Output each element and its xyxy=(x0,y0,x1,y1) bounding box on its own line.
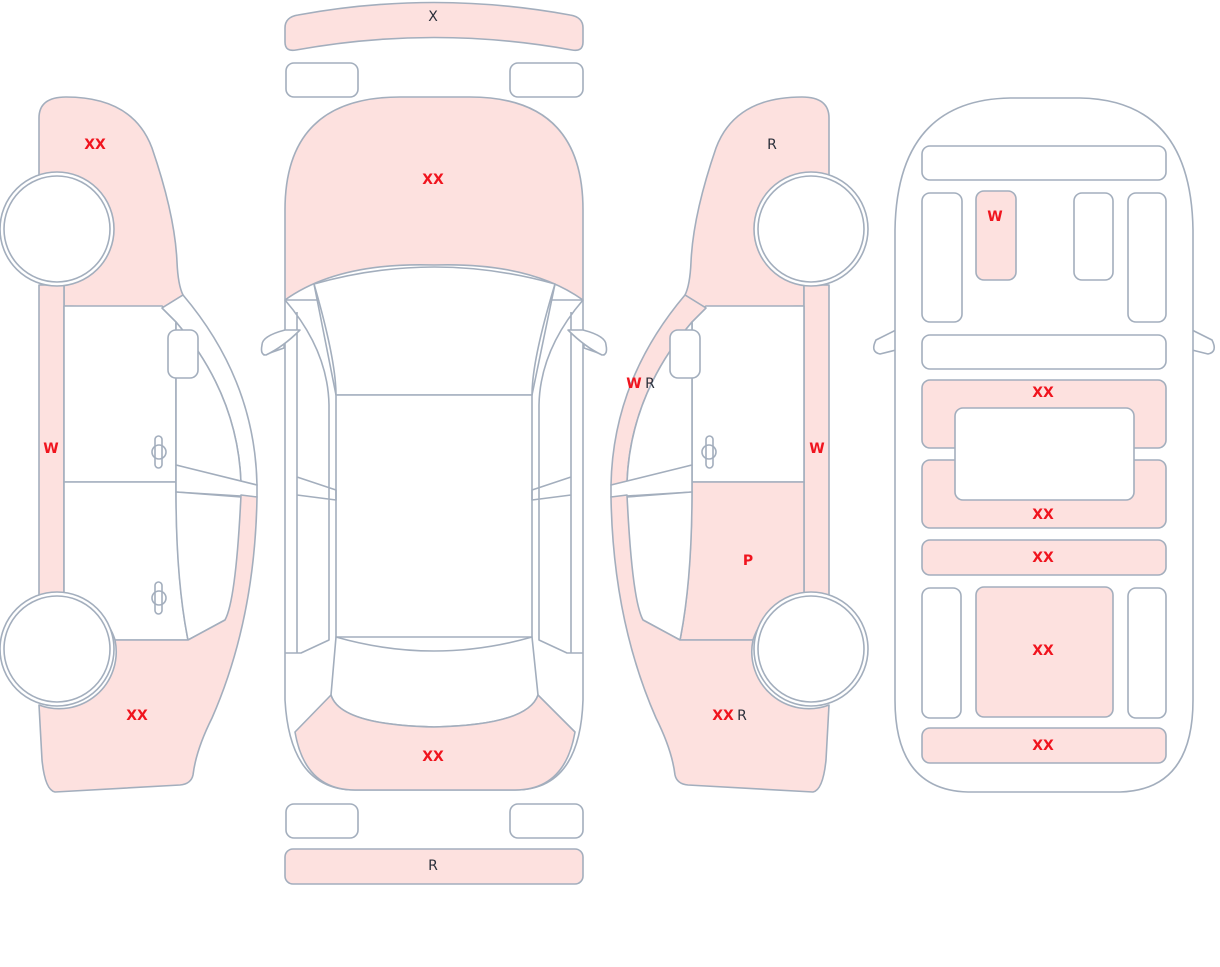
left-rear-wheel xyxy=(0,591,115,707)
right-front-wheel xyxy=(753,171,869,287)
left-front-wheel xyxy=(0,171,115,287)
rear-right-light[interactable] xyxy=(509,803,584,839)
front-right-headlight[interactable] xyxy=(509,62,584,98)
front-bumper[interactable] xyxy=(284,1,584,52)
front-left-seat[interactable] xyxy=(921,192,963,323)
code-right-rear-door: P xyxy=(743,553,753,569)
code-right-pillar-2: R xyxy=(645,376,655,392)
rear-left-light[interactable] xyxy=(285,803,359,839)
code-small-panel: W xyxy=(987,209,1002,225)
left-rear-door-handle-icon[interactable] xyxy=(151,581,167,615)
right-side-view xyxy=(610,96,869,793)
rear-left-seat[interactable] xyxy=(921,587,962,719)
front-left-headlight[interactable] xyxy=(285,62,359,98)
code-right-pillar-1: W xyxy=(626,376,641,392)
sunroof[interactable] xyxy=(954,407,1135,501)
rear-window[interactable] xyxy=(330,636,539,728)
front-right-seat[interactable] xyxy=(1127,192,1167,323)
code-front-bumper: X xyxy=(428,9,438,25)
windshield[interactable] xyxy=(313,266,556,396)
left-side-view xyxy=(0,96,258,793)
interior-panel-4[interactable] xyxy=(975,586,1114,718)
right-rear-wheel xyxy=(753,591,869,707)
code-trunk: XX xyxy=(422,749,444,765)
right-door-handle-icon[interactable] xyxy=(701,435,717,469)
code-rear-bumper: R xyxy=(428,858,438,874)
right-mirror[interactable] xyxy=(669,329,701,379)
code-right-rocker: W xyxy=(809,441,824,457)
left-rear-quarter[interactable] xyxy=(38,494,258,793)
dashboard[interactable] xyxy=(921,145,1167,181)
code-left-rear-quarter: XX xyxy=(126,708,148,724)
interior-panel-5[interactable] xyxy=(921,727,1167,764)
interior-left-mirror xyxy=(872,329,897,355)
code-right-front-fender: R xyxy=(767,137,777,153)
rear-right-seat[interactable] xyxy=(1127,587,1167,719)
left-mirror[interactable] xyxy=(167,329,199,379)
right-mirror-top[interactable] xyxy=(567,329,608,356)
left-mirror-top[interactable] xyxy=(260,329,301,356)
right-side-body xyxy=(531,283,584,654)
code-hood: XX xyxy=(422,172,444,188)
top-view xyxy=(260,1,608,885)
rear-bumper[interactable] xyxy=(284,848,584,885)
code-interior-panel-1: XX xyxy=(1032,385,1054,401)
small-panel[interactable] xyxy=(975,190,1017,281)
code-left-rocker: W xyxy=(43,441,58,457)
left-front-door-handle-icon[interactable] xyxy=(151,435,167,469)
interior-panel-3[interactable] xyxy=(921,539,1167,576)
code-interior-panel-2: XX xyxy=(1032,507,1054,523)
damage-labels: XX W XX X XX XX R R W R W P XX R W XX XX… xyxy=(43,9,1054,874)
right-rear-quarter[interactable] xyxy=(610,494,830,793)
left-side-body xyxy=(284,283,337,654)
right-rocker[interactable] xyxy=(803,284,830,596)
interior-right-mirror xyxy=(1191,329,1216,355)
code-left-front-fender: XX xyxy=(84,137,106,153)
console[interactable] xyxy=(1073,192,1114,281)
interior-view xyxy=(872,97,1216,793)
hood[interactable] xyxy=(284,96,584,301)
code-right-rear-quarter-1: XX xyxy=(712,708,734,724)
code-interior-panel-4: XX xyxy=(1032,643,1054,659)
code-interior-panel-3: XX xyxy=(1032,550,1054,566)
code-right-rear-quarter-2: R xyxy=(737,708,747,724)
roof[interactable] xyxy=(335,394,533,638)
code-interior-panel-5: XX xyxy=(1032,738,1054,754)
trunk[interactable] xyxy=(294,694,576,791)
left-rocker[interactable] xyxy=(38,284,65,596)
front-row-bar[interactable] xyxy=(921,334,1167,370)
